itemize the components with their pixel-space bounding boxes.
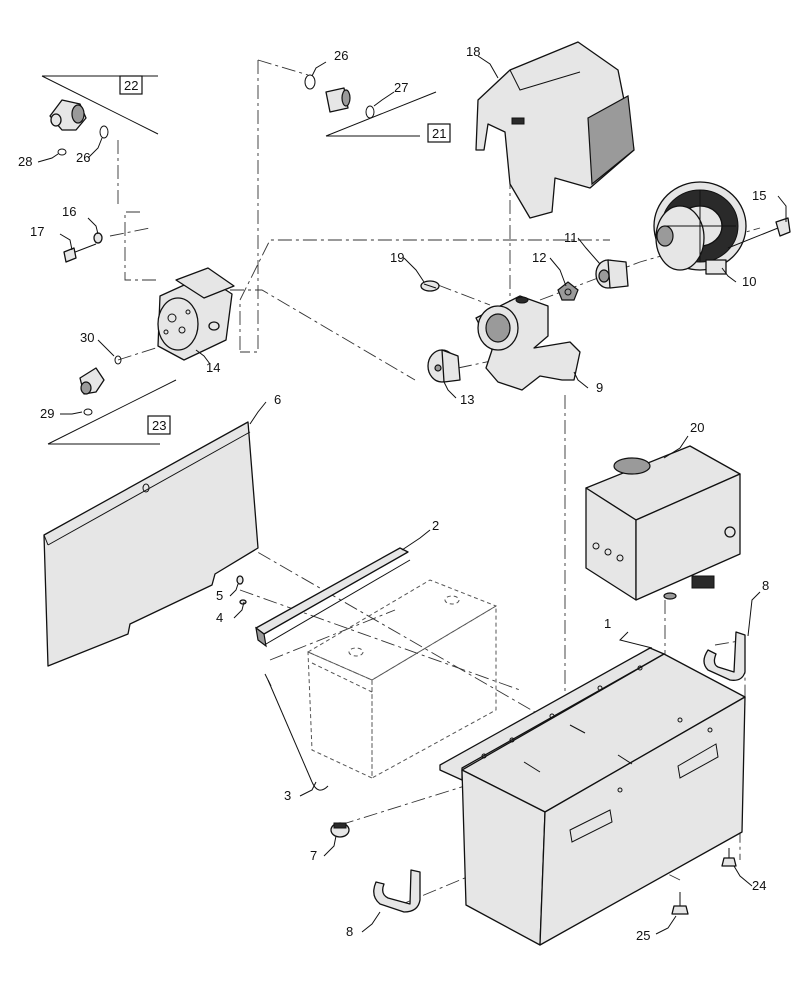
callout-17: 17 bbox=[30, 224, 44, 239]
wing-nut bbox=[330, 822, 350, 838]
callout-8-right: 8 bbox=[762, 578, 769, 593]
hydraulic-pump bbox=[157, 267, 235, 361]
callout-15: 15 bbox=[752, 188, 766, 203]
reference-box-21: 21 bbox=[427, 123, 451, 143]
o-ring-26-upper bbox=[304, 74, 316, 90]
callout-29: 29 bbox=[40, 406, 54, 421]
o-ring-29 bbox=[83, 408, 93, 416]
reference-21-label: 21 bbox=[432, 126, 446, 141]
bracket-strip bbox=[255, 547, 411, 648]
callout-11: 11 bbox=[564, 230, 578, 245]
callout-9: 9 bbox=[596, 380, 603, 395]
battery-tray bbox=[439, 647, 746, 946]
cover-panel bbox=[43, 421, 259, 667]
callout-6: 6 bbox=[274, 392, 281, 407]
callout-19: 19 bbox=[390, 250, 404, 265]
callout-27: 27 bbox=[394, 80, 408, 95]
bolt-25 bbox=[671, 892, 689, 915]
tray-holes bbox=[481, 665, 713, 793]
o-ring-28 bbox=[57, 148, 67, 156]
callout-4: 4 bbox=[216, 610, 223, 625]
reference-brackets bbox=[41, 75, 437, 445]
hold-down-rod bbox=[264, 673, 329, 791]
o-ring-26-lower bbox=[99, 125, 109, 139]
callout-28: 28 bbox=[18, 154, 32, 169]
leader-lines bbox=[37, 55, 787, 935]
pump-housing bbox=[475, 295, 581, 391]
callout-10: 10 bbox=[742, 274, 756, 289]
shaft-key bbox=[420, 280, 440, 292]
tray-slots bbox=[523, 724, 719, 843]
callout-labels: 1 2 3 4 5 6 7 8 8 9 10 11 12 13 14 15 16… bbox=[18, 44, 769, 943]
elbow-fitting-upper bbox=[49, 99, 87, 131]
o-ring-27 bbox=[365, 105, 375, 119]
electrical-box bbox=[585, 445, 741, 601]
reference-box-23: 23 bbox=[147, 415, 171, 435]
long-bolt bbox=[727, 217, 791, 249]
callout-24: 24 bbox=[752, 878, 766, 893]
washer-16 bbox=[93, 232, 103, 244]
callout-7: 7 bbox=[310, 848, 317, 863]
callout-1: 1 bbox=[604, 616, 611, 631]
callout-13: 13 bbox=[460, 392, 474, 407]
reference-23-label: 23 bbox=[152, 418, 166, 433]
guard-cover bbox=[475, 41, 635, 219]
handle-left bbox=[373, 869, 421, 913]
callout-25: 25 bbox=[636, 928, 650, 943]
battery-phantom bbox=[306, 579, 498, 779]
alternator bbox=[653, 181, 747, 275]
callout-26-upper: 26 bbox=[334, 48, 348, 63]
bolt-24 bbox=[721, 848, 737, 867]
callout-2: 2 bbox=[432, 518, 439, 533]
reference-22-label: 22 bbox=[124, 78, 138, 93]
callout-30: 30 bbox=[80, 330, 94, 345]
callout-3: 3 bbox=[284, 788, 291, 803]
coupling-half bbox=[595, 259, 629, 289]
callout-26-lower: 26 bbox=[76, 150, 90, 165]
callout-18: 18 bbox=[466, 44, 480, 59]
coupling-pump-half bbox=[427, 349, 461, 383]
callout-20: 20 bbox=[690, 420, 704, 435]
washer-and-nut bbox=[236, 575, 247, 605]
elbow-fitting-lower bbox=[79, 367, 105, 395]
small-o-ring-30 bbox=[114, 355, 122, 365]
callout-14: 14 bbox=[206, 360, 220, 375]
coupling-spider bbox=[557, 281, 579, 301]
mounting-bolt-17 bbox=[63, 243, 97, 263]
callout-12: 12 bbox=[532, 250, 546, 265]
reference-box-22: 22 bbox=[119, 75, 143, 95]
callout-16: 16 bbox=[62, 204, 76, 219]
handle-right bbox=[703, 631, 746, 681]
callout-8-left: 8 bbox=[346, 924, 353, 939]
straight-fitting bbox=[325, 87, 351, 113]
callout-5: 5 bbox=[216, 588, 223, 603]
